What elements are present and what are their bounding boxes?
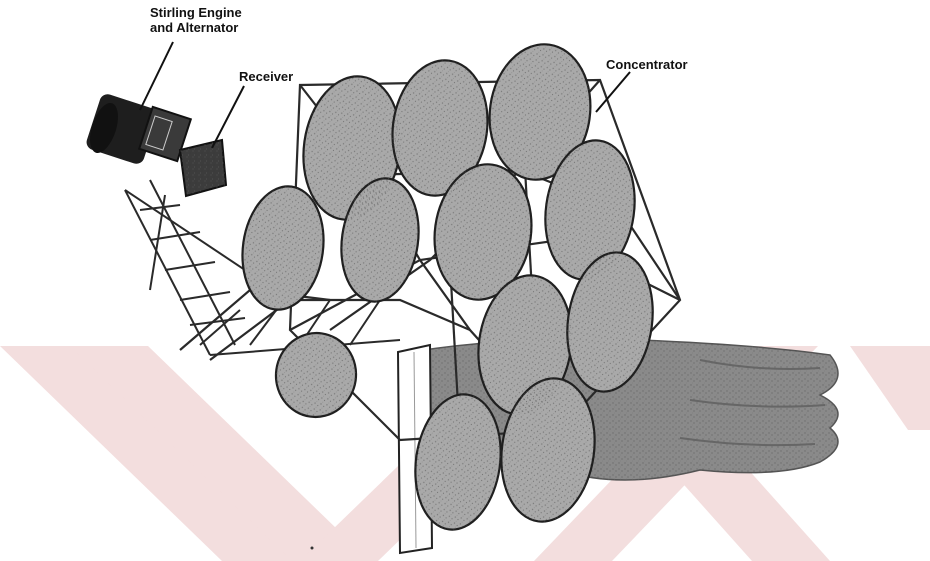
label-stirling-engine-line2: and Alternator — [150, 20, 242, 35]
leader-line-receiver — [212, 86, 244, 148]
leader-line-engine — [140, 42, 173, 110]
label-receiver: Receiver — [239, 69, 293, 84]
label-concentrator: Concentrator — [606, 57, 688, 72]
stray-dot — [311, 547, 314, 550]
leader-line-concentrator — [596, 72, 630, 112]
label-stirling-engine: Stirling Engine and Alternator — [150, 5, 242, 35]
label-stirling-engine-line1: Stirling Engine — [150, 5, 242, 20]
receiver-box — [180, 140, 226, 196]
stirling-engine-unit — [85, 92, 191, 166]
